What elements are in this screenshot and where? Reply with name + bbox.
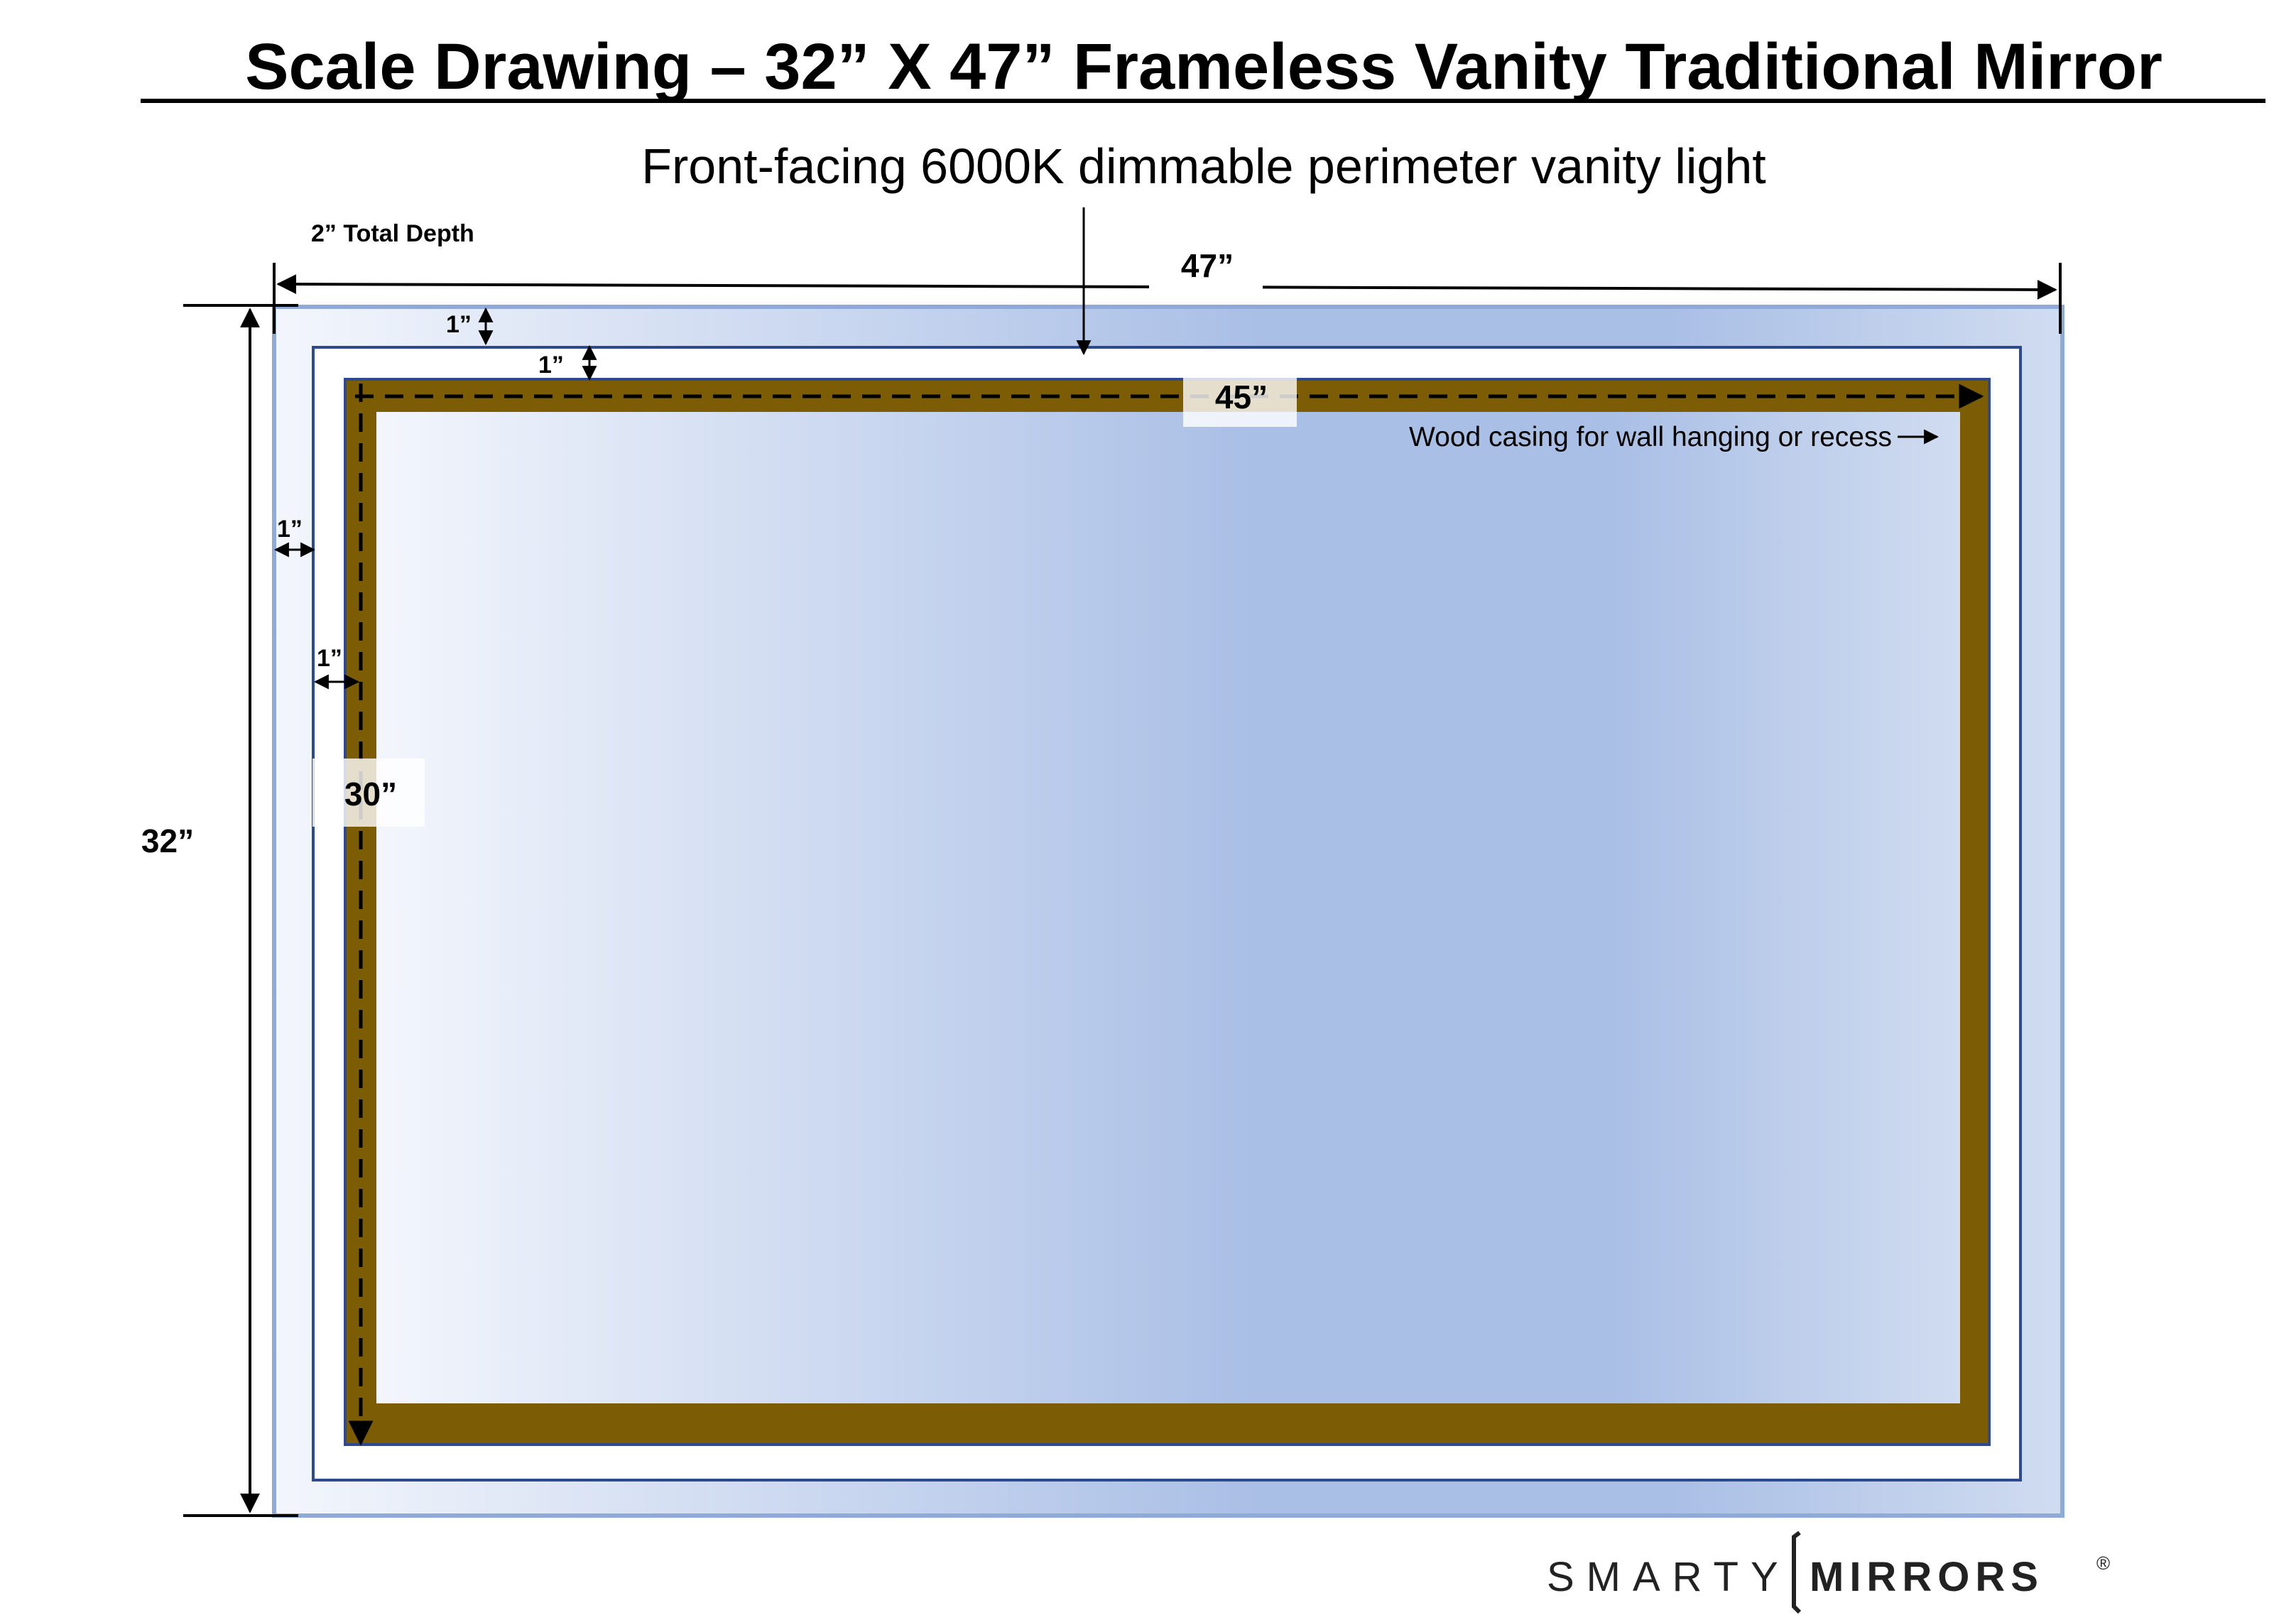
- light-description: Front-facing 6000K dimmable perimeter va…: [641, 138, 1766, 194]
- width-inner-label-bg: [1183, 371, 1297, 427]
- width-outer-label-bg: [1149, 234, 1263, 293]
- smarty-mirrors-logo: SMARTY MIRRORS ®: [1547, 1531, 2110, 1614]
- logo-smarty-text: SMARTY: [1547, 1554, 1790, 1600]
- inner-mirror-glass: [376, 412, 1960, 1403]
- drawing-title: Scale Drawing – 32” X 47” Frameless Vani…: [245, 31, 2162, 103]
- logo-registered-mark: ®: [2096, 1553, 2110, 1574]
- gap-left-1-label: 1”: [277, 516, 303, 543]
- gap-top-1-label: 1”: [446, 311, 472, 338]
- wood-casing-label: Wood casing for wall hanging or recess: [1409, 422, 1892, 452]
- height-inner-label: 30”: [344, 776, 397, 812]
- depth-label: 2” Total Depth: [311, 220, 474, 247]
- height-outer-label: 32”: [141, 822, 194, 859]
- width-outer-label: 47”: [1181, 247, 1234, 284]
- logo-bracket-icon: [1792, 1531, 1802, 1614]
- height-outer-label-bg: [114, 810, 220, 874]
- gap-left-2-label: 1”: [317, 645, 342, 672]
- gap-top-2-label: 1”: [538, 352, 564, 379]
- height-inner-label-bg: [312, 759, 425, 827]
- width-inner-label: 45”: [1215, 379, 1268, 415]
- logo-mirrors-text: MIRRORS: [1810, 1554, 2044, 1600]
